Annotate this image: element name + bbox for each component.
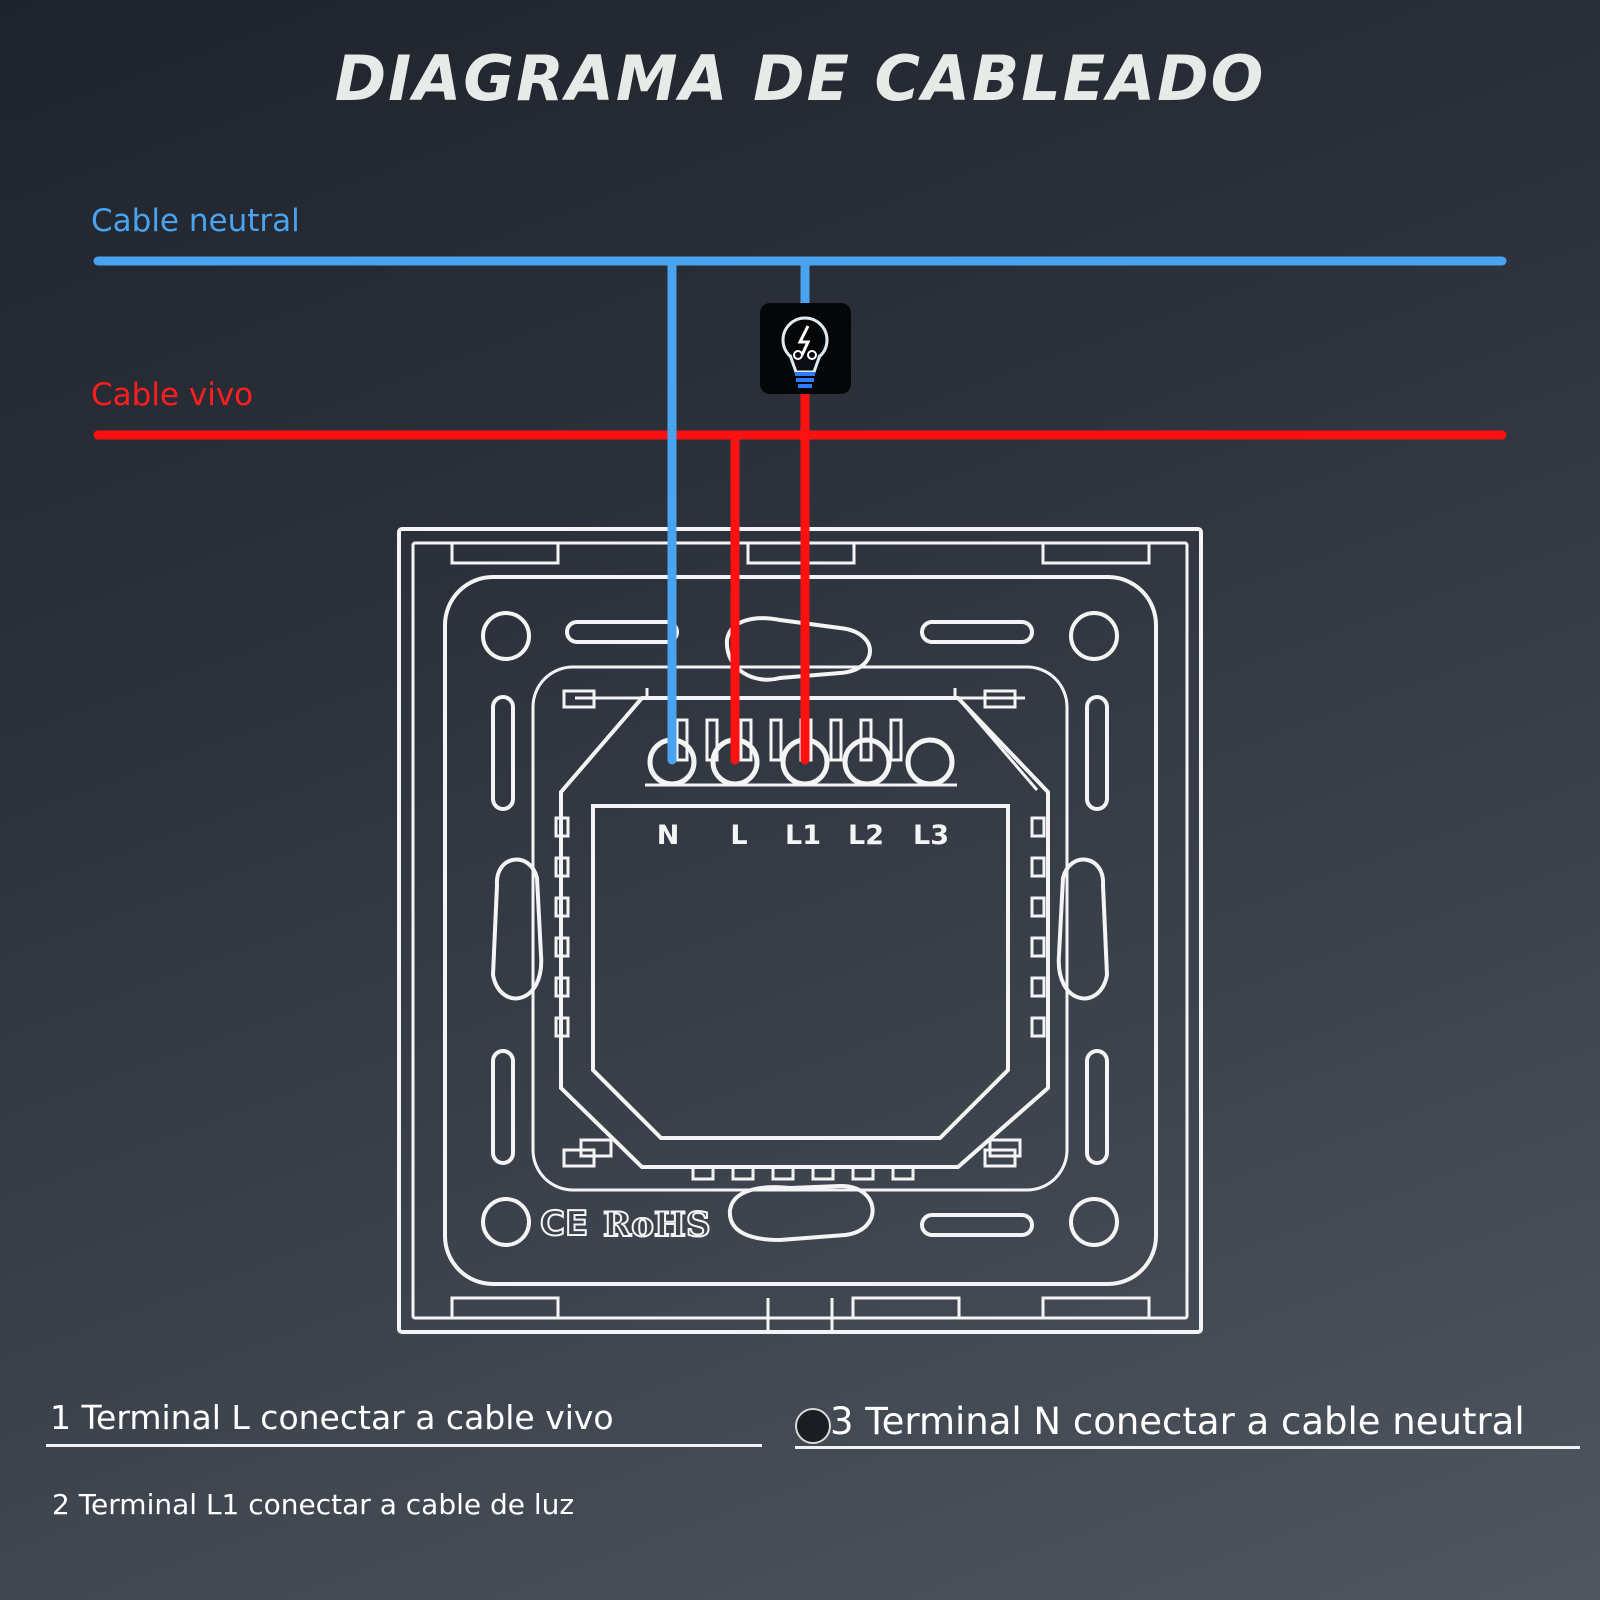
screw-hole-top-left <box>481 611 531 661</box>
wires <box>93 256 1507 765</box>
switch-back-plate <box>397 527 1203 1334</box>
live-wire-label: Cable vivo <box>91 377 254 413</box>
note-terminal-l1: 2 Terminal L1 conectar a cable de luz <box>52 1488 575 1521</box>
page-title: DIAGRAMA DE CABLEADO <box>334 42 1266 115</box>
note-3-underline <box>795 1446 1580 1449</box>
screw-hole-bottom-left <box>481 1197 531 1247</box>
screw-hole-top-right <box>1069 611 1119 661</box>
terminal-hole-l2 <box>842 737 892 787</box>
screw-hole-bottom-right <box>1069 1197 1119 1247</box>
note-terminal-l: 1 Terminal L conectar a cable vivo <box>50 1398 614 1437</box>
terminal-label-l1: L1 <box>785 820 821 851</box>
terminal-label-l: L <box>730 820 747 851</box>
note-1-underline <box>46 1444 762 1447</box>
terminal-hole-l3 <box>905 737 955 787</box>
terminal-label-l3: L3 <box>913 820 949 851</box>
terminal-label-l2: L2 <box>848 820 884 851</box>
neutral-wire-label: Cable neutral <box>91 203 300 239</box>
rohs-mark: RoHS <box>603 1205 711 1245</box>
light-bulb-icon <box>760 303 851 394</box>
certification-marks: CE RoHS <box>539 1203 712 1246</box>
note-bullet-icon <box>795 1408 831 1444</box>
note-terminal-n: 3 Terminal N conectar a cable neutral <box>830 1400 1525 1443</box>
ce-mark: CE <box>540 1204 588 1244</box>
terminal-label-n: N <box>657 820 680 851</box>
